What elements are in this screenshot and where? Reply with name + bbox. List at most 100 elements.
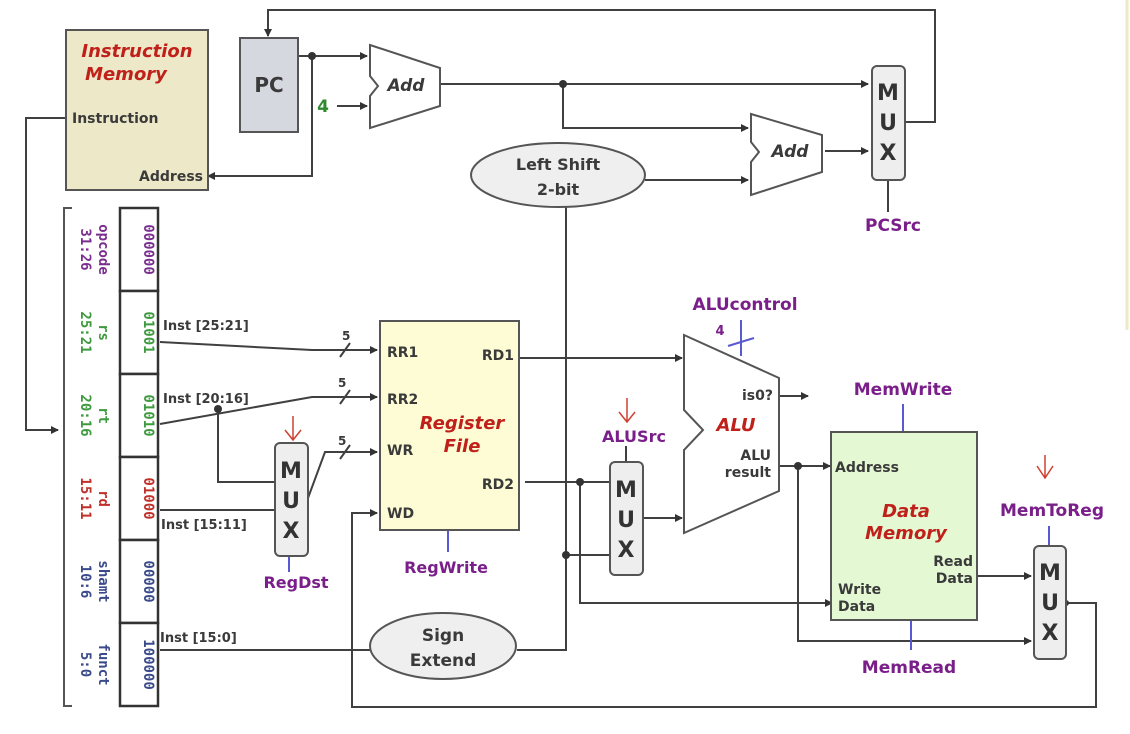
field-bits: 10:6	[77, 565, 93, 599]
label-inst-25-21: Inst [25:21]	[163, 319, 249, 334]
alusrc-mux: M U X	[609, 461, 644, 576]
field-value: 01001	[140, 311, 156, 353]
register-file: RR1 RR2 WR WD RD1 RD2 Register File	[379, 320, 520, 531]
imem-title-line1: Instruction	[81, 41, 192, 62]
dmem-title-line2: Memory	[865, 523, 948, 544]
adder-pc-label: Add	[386, 76, 426, 96]
field-bits: 15:11	[77, 477, 93, 519]
wire-rd2-to-writedata	[579, 482, 833, 607]
bus-width-rr2: 5	[338, 376, 346, 390]
alu-title: ALU	[714, 415, 755, 436]
field-value-box	[118, 455, 160, 542]
field-value: 000000	[140, 224, 156, 275]
sign-extend-line1: Sign	[422, 626, 464, 646]
label-inst-15-0: Inst [15:0]	[160, 631, 237, 646]
regdst-mux: M U X	[274, 442, 309, 557]
field-bits: 31:26	[77, 228, 93, 270]
bus-width-wr: 5	[338, 434, 346, 448]
svg-text:U: U	[1041, 591, 1059, 616]
field-value-box	[118, 372, 160, 459]
alu-port-is0: is0?	[742, 388, 773, 404]
pcsrc-label: PCSrc	[865, 216, 921, 236]
sign-extend-line2: Extend	[410, 651, 477, 671]
dmem-title-line1: Data	[882, 501, 930, 522]
alucontrol-width: 4	[715, 324, 724, 339]
svg-text:M: M	[877, 81, 899, 106]
field-value-box	[118, 206, 160, 293]
adder-branch: Add	[750, 112, 823, 197]
svg-text:U: U	[617, 508, 635, 533]
wire-mux-to-wr	[307, 448, 378, 499]
svg-text:X: X	[880, 141, 897, 166]
label-inst-15-11: Inst [15:11]	[161, 518, 247, 533]
field-value-box	[118, 538, 160, 625]
dmem-port-write-line1: Write	[838, 582, 881, 598]
data-memory: Address Data Memory Read Data Write Data	[830, 431, 978, 621]
wire-rt	[159, 393, 378, 425]
rf-title-line2: File	[444, 436, 481, 457]
field-name: shamt	[95, 560, 111, 602]
memwrite-label: MemWrite	[854, 380, 952, 400]
rf-port-rd1: RD1	[482, 348, 514, 364]
field-value-box	[118, 289, 160, 376]
field-bits: 20:16	[77, 394, 93, 436]
field-value: 100000	[140, 639, 156, 690]
field-bits: 25:21	[77, 311, 93, 353]
memtoreg-mux: M U X	[1033, 545, 1067, 660]
label-inst-20-16: Inst [20:16]	[163, 392, 249, 407]
wire-rt-to-mux	[217, 409, 274, 483]
field-name: rt	[95, 407, 111, 424]
bus-width-rr1: 5	[342, 329, 350, 343]
pc-label: PC	[254, 73, 283, 97]
svg-text:U: U	[282, 489, 300, 514]
svg-text:X: X	[283, 519, 300, 544]
arrow-down-icon	[618, 398, 636, 424]
pc-mux: M U X	[871, 65, 906, 181]
svg-text:X: X	[1042, 621, 1059, 646]
instruction-memory: Instruction Memory Instruction Address	[65, 29, 209, 191]
wire-pc4-to-branch-add	[562, 84, 749, 132]
left-shift-line2: 2-bit	[537, 180, 580, 199]
imem-port-address: Address	[139, 169, 203, 185]
bus-slash-rr2	[339, 389, 351, 405]
field-value-box	[118, 621, 160, 708]
field-bits: 5:0	[77, 652, 93, 677]
wire-writeback	[351, 509, 1097, 708]
rf-port-wd: WD	[387, 506, 414, 522]
svg-text:X: X	[618, 538, 635, 563]
rf-title-line1: Register	[420, 413, 506, 434]
memread-label: MemRead	[862, 658, 956, 678]
dmem-port-write-line2: Data	[838, 599, 875, 615]
left-shift-line1: Left Shift	[516, 155, 601, 174]
program-counter: PC	[239, 37, 299, 133]
rf-port-wr: WR	[387, 443, 413, 459]
wire-pc-next	[264, 9, 936, 123]
dmem-port-read-line1: Read	[933, 554, 973, 570]
wire-instruction	[25, 117, 66, 434]
dmem-port-address: Address	[835, 460, 899, 476]
field-name: rs	[95, 324, 111, 341]
alu-port-result-line2: result	[725, 465, 771, 481]
wire-signext-to-shift	[517, 196, 567, 651]
wire-pc-to-address	[207, 56, 313, 180]
field-name: funct	[95, 643, 111, 685]
adder-pc: Add	[369, 43, 441, 130]
imem-title-line2: Memory	[85, 64, 168, 85]
alusrc-label: ALUSrc	[602, 427, 666, 446]
alu-port-result-line1: ALU	[740, 448, 771, 464]
alu: ALU is0? ALU result	[683, 333, 780, 535]
wire-alu-to-memtoreg	[797, 466, 1032, 645]
svg-text:U: U	[879, 111, 897, 136]
rf-port-rr1: RR1	[387, 345, 418, 361]
field-name: opcode	[95, 224, 111, 275]
arrow-down-icon	[1036, 455, 1054, 480]
svg-text:M: M	[615, 478, 637, 503]
